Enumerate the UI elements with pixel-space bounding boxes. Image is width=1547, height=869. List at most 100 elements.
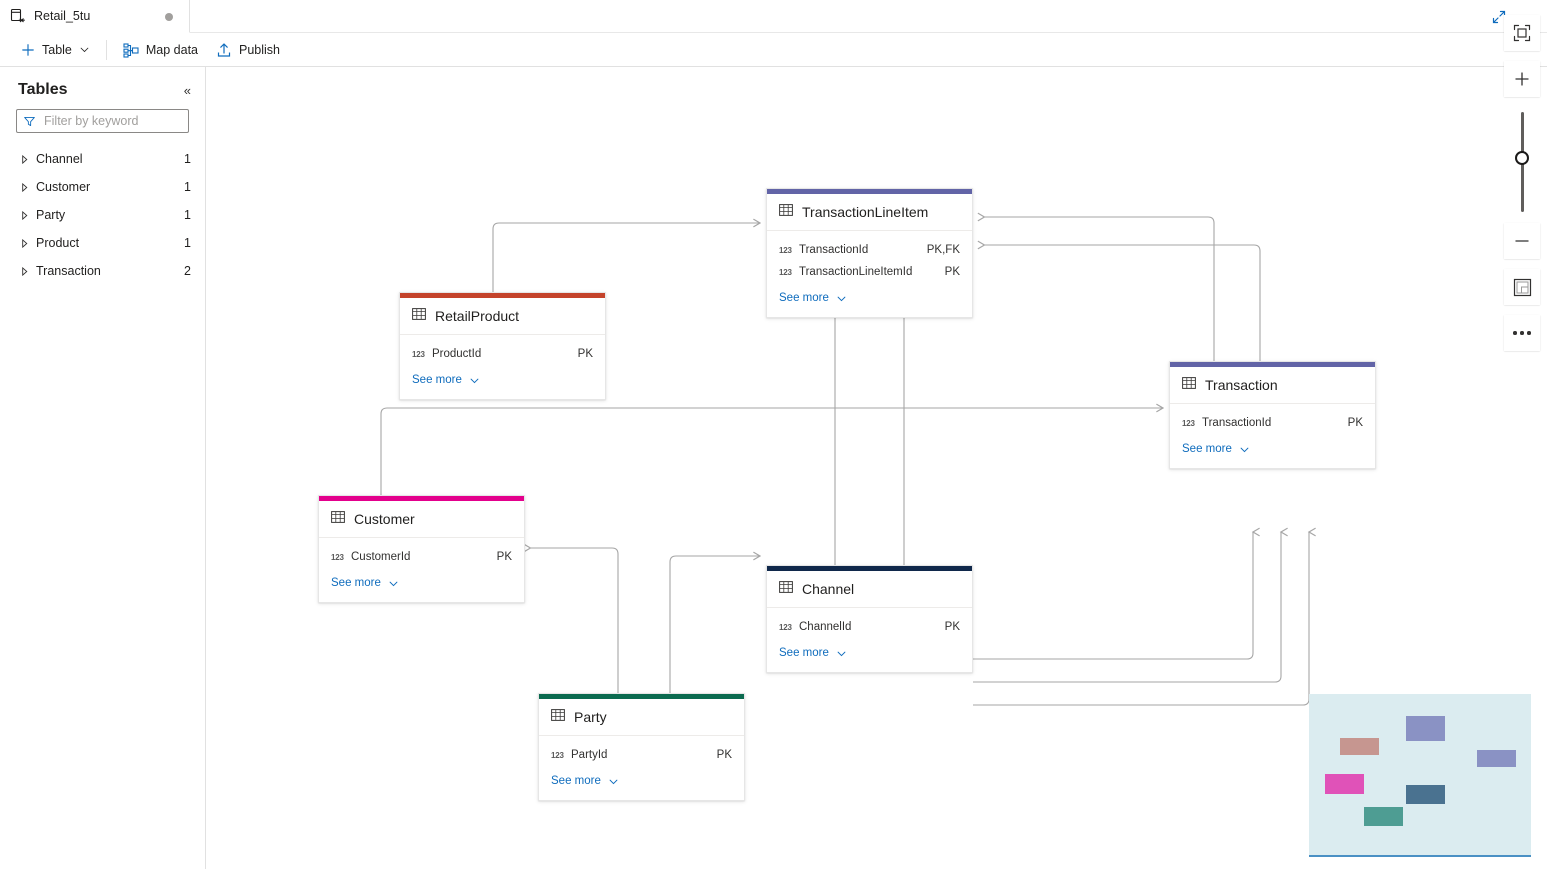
zoom-out-button[interactable] bbox=[1504, 223, 1540, 259]
field-type-icon: 123 bbox=[551, 750, 564, 760]
see-more-button[interactable]: See more bbox=[400, 369, 605, 391]
sidebar-item-label: Transaction bbox=[36, 264, 101, 278]
minus-icon bbox=[1515, 240, 1529, 242]
zoom-in-button[interactable] bbox=[1504, 61, 1540, 97]
sidebar-item-product[interactable]: Product 1 bbox=[0, 229, 205, 257]
card-title: Customer bbox=[354, 511, 415, 527]
see-more-label: See more bbox=[779, 647, 829, 659]
see-more-button[interactable]: See more bbox=[1170, 438, 1375, 460]
sidebar-item-count: 2 bbox=[184, 264, 191, 278]
field-row[interactable]: 123 TransactionLineItemId PK bbox=[767, 261, 972, 283]
card-header: Party bbox=[539, 699, 744, 736]
sidebar-item-label: Product bbox=[36, 236, 80, 250]
field-name: ProductId bbox=[432, 348, 482, 360]
chevron-right-icon[interactable] bbox=[16, 238, 32, 248]
field-key-badge: PK bbox=[944, 621, 960, 633]
unsaved-indicator-dot bbox=[165, 13, 173, 21]
field-row[interactable]: 123 TransactionId PK,FK bbox=[767, 239, 972, 261]
table-card-transactionlineitem[interactable]: TransactionLineItem 123 TransactionId PK… bbox=[766, 188, 973, 318]
see-more-button[interactable]: See more bbox=[767, 642, 972, 664]
publish-button[interactable]: Publish bbox=[207, 35, 289, 65]
field-type-icon: 123 bbox=[1182, 418, 1195, 428]
field-row[interactable]: 123 CustomerId PK bbox=[319, 546, 524, 568]
chevron-down-icon bbox=[80, 47, 89, 53]
minimap-rect-transaction bbox=[1477, 750, 1516, 767]
field-name: TransactionLineItemId bbox=[799, 266, 913, 278]
filter-input[interactable] bbox=[42, 113, 182, 129]
card-body: 123 CustomerId PK See more bbox=[319, 538, 524, 602]
zoom-slider-thumb[interactable] bbox=[1515, 151, 1529, 165]
table-grid-icon bbox=[331, 510, 345, 529]
card-accent-bar bbox=[767, 566, 972, 571]
filter-box[interactable] bbox=[16, 109, 189, 133]
sidebar-item-count: 1 bbox=[184, 236, 191, 250]
field-name: TransactionId bbox=[1202, 417, 1272, 429]
connector-retailproduct-transactionlineitem bbox=[492, 223, 760, 293]
field-row[interactable]: 123 PartyId PK bbox=[539, 744, 744, 766]
field-row[interactable]: 123 ProductId PK bbox=[400, 343, 605, 365]
sidebar-item-transaction[interactable]: Transaction 2 bbox=[0, 257, 205, 285]
chevron-right-icon[interactable] bbox=[16, 210, 32, 220]
fit-to-screen-icon[interactable] bbox=[1504, 15, 1540, 51]
database-add-icon bbox=[10, 8, 26, 24]
see-more-label: See more bbox=[551, 775, 601, 787]
plus-icon bbox=[1515, 72, 1529, 86]
minimap-rect-party bbox=[1364, 807, 1403, 826]
see-more-label: See more bbox=[1182, 443, 1232, 455]
expand-diagonal-icon[interactable] bbox=[1485, 3, 1513, 31]
chevron-right-icon[interactable] bbox=[16, 266, 32, 276]
connector-transaction-tli-1 bbox=[977, 212, 1215, 361]
field-type-icon: 123 bbox=[779, 622, 792, 632]
chevron-down-icon bbox=[837, 296, 846, 301]
collapse-sidebar-icon[interactable]: « bbox=[183, 82, 191, 98]
card-header: TransactionLineItem bbox=[767, 194, 972, 231]
connector-party-customer bbox=[523, 543, 619, 694]
table-card-party[interactable]: Party 123 PartyId PK See more bbox=[538, 693, 745, 801]
sidebar-item-label: Party bbox=[36, 208, 66, 222]
sidebar-item-count: 1 bbox=[184, 180, 191, 194]
table-card-customer[interactable]: Customer 123 CustomerId PK See more bbox=[318, 495, 525, 603]
sidebar-item-channel[interactable]: Channel 1 bbox=[0, 145, 205, 173]
map-data-button[interactable]: Map data bbox=[114, 35, 207, 65]
minimap-rect-channel bbox=[1406, 785, 1445, 804]
field-type-icon: 123 bbox=[779, 245, 792, 255]
table-card-transaction[interactable]: Transaction 123 TransactionId PK See mor… bbox=[1169, 361, 1376, 469]
see-more-button[interactable]: See more bbox=[319, 572, 524, 594]
zoom-slider[interactable] bbox=[1504, 107, 1540, 217]
new-table-button[interactable]: Table bbox=[12, 35, 99, 65]
sidebar-item-count: 1 bbox=[184, 152, 191, 166]
filter-icon bbox=[24, 116, 35, 126]
card-title: TransactionLineItem bbox=[802, 204, 929, 220]
field-row[interactable]: 123 TransactionId PK bbox=[1170, 412, 1375, 434]
card-title: RetailProduct bbox=[435, 308, 520, 324]
sidebar-header: Tables « bbox=[0, 67, 205, 109]
card-accent-bar bbox=[767, 189, 972, 194]
chevron-right-icon[interactable] bbox=[16, 182, 32, 192]
map-data-label: Map data bbox=[145, 42, 199, 57]
erd-canvas[interactable]: TransactionLineItem 123 TransactionId PK… bbox=[207, 67, 1547, 869]
card-title: Channel bbox=[802, 581, 855, 597]
see-more-button[interactable]: See more bbox=[539, 770, 744, 792]
see-more-label: See more bbox=[331, 577, 381, 589]
more-options-icon[interactable] bbox=[1504, 315, 1540, 351]
document-tab[interactable]: Retail_5tu bbox=[0, 0, 190, 33]
command-bar: Table Map data Publish bbox=[0, 33, 1547, 90]
chevron-down-icon bbox=[1240, 447, 1249, 452]
sidebar-item-customer[interactable]: Customer 1 bbox=[0, 173, 205, 201]
sidebar-item-party[interactable]: Party 1 bbox=[0, 201, 205, 229]
see-more-button[interactable]: See more bbox=[767, 287, 972, 309]
new-table-label: Table bbox=[42, 42, 72, 57]
minimap-toggle-icon[interactable] bbox=[1504, 269, 1540, 305]
table-card-retailproduct[interactable]: RetailProduct 123 ProductId PK See more bbox=[399, 292, 606, 400]
sidebar-item-label: Customer bbox=[36, 180, 91, 194]
chevron-down-icon bbox=[609, 779, 618, 784]
field-row[interactable]: 123 ChannelId PK bbox=[767, 616, 972, 638]
card-header: RetailProduct bbox=[400, 298, 605, 335]
card-body: 123 TransactionId PK,FK 123 TransactionL… bbox=[767, 231, 972, 317]
table-card-channel[interactable]: Channel 123 ChannelId PK See more bbox=[766, 565, 973, 673]
chevron-right-icon[interactable] bbox=[16, 154, 32, 164]
card-accent-bar bbox=[539, 694, 744, 699]
canvas-minimap[interactable] bbox=[1309, 694, 1531, 857]
zoom-toolbar bbox=[1504, 15, 1540, 361]
field-name: TransactionId bbox=[799, 244, 869, 256]
